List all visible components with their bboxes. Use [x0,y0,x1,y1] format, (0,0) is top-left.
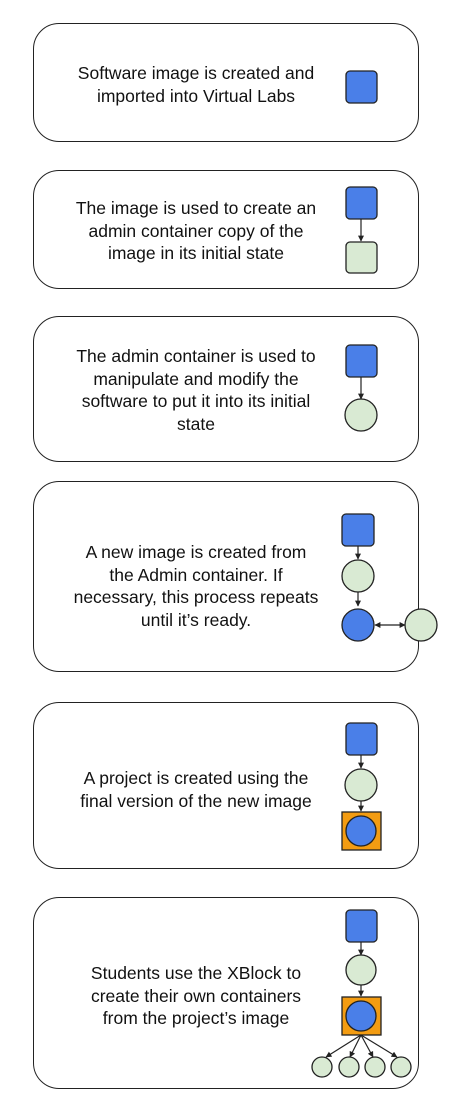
image-to-admin-container-icon [345,186,378,274]
image-to-admin-container-circle-icon [344,344,378,432]
step-5-text: A project is created using the final ver… [80,768,312,811]
step-2-text: The image is used to create an admin con… [75,198,317,263]
step-1-text: Software image is created and imported i… [77,63,315,106]
step-card-3: The admin container is used to manipulat… [33,316,419,462]
image-iteration-cycle-icon [341,513,438,642]
step-4-text: A new image is created from the Admin co… [73,542,319,630]
software-image-icon-1 [345,70,378,104]
project-from-image-icon [341,722,382,851]
student-containers-from-project-icon [311,909,412,1078]
step-6-text: Students use the XBlock to create their … [90,963,302,1028]
step-3-text: The admin container is used to manipulat… [76,346,316,434]
